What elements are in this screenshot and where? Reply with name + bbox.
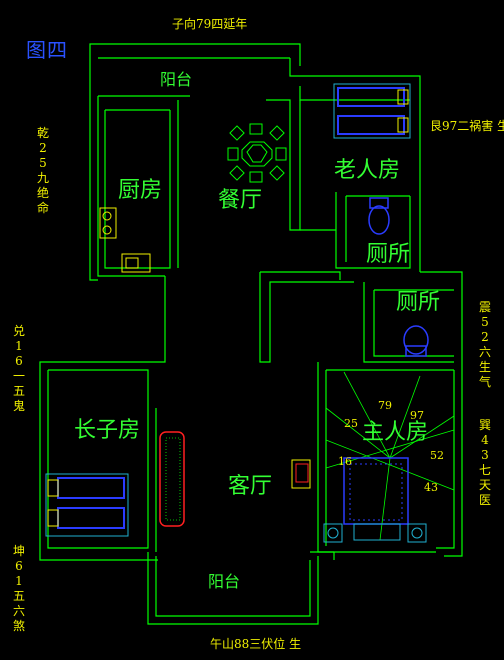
bagua-lines: [325, 371, 455, 541]
son-bed: [45, 473, 129, 537]
room-balcony-top: 阳台: [160, 70, 193, 89]
room-kitchen: 厨房: [118, 178, 163, 203]
wall-toilet-lower: [363, 282, 454, 363]
top-direction-label: 子向79四延年: [172, 17, 248, 31]
master-nightstands: [323, 523, 427, 543]
room-toilet-upper: 厕所: [366, 242, 411, 267]
wall-right-lower: [444, 362, 463, 557]
wall-master-right: [436, 370, 455, 549]
figure-label: 图四: [26, 38, 68, 62]
bagua-degree-97: 97: [410, 409, 424, 422]
wall-balcony-left: [89, 66, 98, 281]
side-label-kun: 坤61五六煞: [12, 544, 25, 633]
toilet-lower-fixture: [403, 325, 429, 357]
wall-toilet-upper: [335, 192, 411, 269]
wall-top-outer: [89, 43, 301, 66]
wall-living-top: [260, 271, 341, 280]
elder-bed: [333, 83, 411, 139]
wall-kitchen-right: [39, 276, 166, 561]
wall-living-left: [259, 272, 354, 363]
sink: [121, 253, 151, 273]
wall-bottom-balcony: [147, 552, 319, 625]
side-label-zhen: 震52六生气: [478, 300, 491, 389]
side-label-dui: 兑16一五鬼: [12, 324, 25, 413]
wall-kitchen-inner: [97, 96, 165, 277]
sofa: [159, 431, 185, 527]
bagua-degree-52: 52: [430, 449, 444, 462]
bagua-degree-25: 25: [344, 417, 358, 430]
room-balcony-bottom: 阳台: [208, 572, 241, 591]
wall-elder-inner: [299, 86, 410, 101]
side-label-qian: 乾25九绝命: [36, 126, 49, 215]
bagua-degree-16: 16: [338, 455, 352, 468]
room-dining: 餐厅: [218, 188, 263, 213]
tv-stand: [291, 459, 311, 489]
stove: [99, 207, 117, 239]
master-bed: [343, 457, 409, 541]
wall-son-inner: [47, 369, 149, 549]
wall-right-mid: [420, 271, 463, 362]
wall-dining-top: [266, 99, 301, 231]
bottom-direction-label: 午山88三伏位 生: [210, 637, 302, 651]
room-living: 客厅: [228, 474, 273, 499]
side-label-gen: 艮97二祸害 生: [430, 119, 504, 133]
bagua-degree-43: 43: [424, 481, 438, 494]
room-eldest-son: 长子房: [74, 418, 141, 443]
wall-bottom-balcony-inner: [155, 556, 311, 617]
wall-toilet-lower-inner: [373, 290, 454, 357]
side-label-xun: 巽43七天医: [478, 418, 491, 507]
dining-table: [227, 123, 287, 183]
room-master: 主人房: [362, 420, 429, 445]
toilet-upper-fixture: [368, 197, 390, 235]
room-elder: 老人房: [334, 158, 401, 183]
wall-top-right: [289, 58, 421, 272]
bagua-degree-79: 79: [378, 399, 392, 412]
room-toilet-lower: 厕所: [396, 290, 441, 315]
walls: [39, 43, 463, 625]
